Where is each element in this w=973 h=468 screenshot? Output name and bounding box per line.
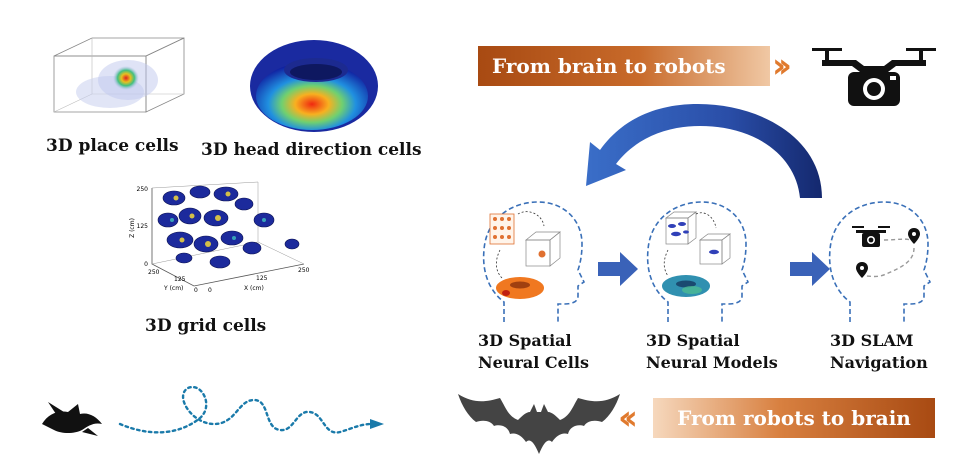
- stage-2-line-2: Neural Models: [646, 353, 778, 372]
- drone-camera-icon: [812, 48, 936, 106]
- stage-label-slam-navigation: 3D SLAM Navigation: [830, 330, 928, 374]
- place-cells-label: 3D place cells: [46, 136, 179, 156]
- x-tick-250: 250: [298, 267, 310, 274]
- y-axis-label: Y (cm): [163, 285, 183, 292]
- small-bat-icon: [42, 402, 102, 436]
- grid-cells-label: 3D grid cells: [145, 316, 267, 336]
- stage-1-line-2: Neural Cells: [478, 353, 589, 372]
- y-tick-250: 250: [148, 269, 160, 276]
- chevron-right-icon: ››: [772, 46, 792, 86]
- feedback-arc-arrow: [586, 104, 822, 198]
- head-direction-cells-label: 3D head direction cells: [201, 140, 422, 160]
- head-slam-navigation: [828, 201, 932, 322]
- stage-label-neural-models: 3D Spatial Neural Models: [646, 330, 778, 374]
- brain-to-robots-text: From brain to robots: [492, 54, 726, 78]
- arrow-right-icon-2: [790, 252, 830, 286]
- x-tick-125: 125: [256, 275, 268, 282]
- robots-to-brain-text: From robots to brain: [677, 406, 911, 430]
- z-tick-0: 0: [144, 261, 148, 268]
- y-tick-125: 125: [174, 276, 186, 283]
- brain-to-robots-banner: From brain to robots: [478, 46, 770, 86]
- robots-to-brain-banner: From robots to brain: [653, 398, 935, 438]
- head-neural-models: [646, 201, 750, 322]
- stage-3-line-2: Navigation: [830, 353, 928, 372]
- chevron-left-icon: ‹‹: [618, 398, 638, 438]
- head-neural-cells: [482, 201, 586, 322]
- stage-2-line-1: 3D Spatial: [646, 331, 740, 350]
- stage-label-neural-cells: 3D Spatial Neural Cells: [478, 330, 589, 374]
- bat-icon: [458, 394, 620, 454]
- x-tick-0: 0: [208, 287, 212, 294]
- head-direction-torus: [250, 40, 378, 132]
- y-tick-0: 0: [194, 287, 198, 294]
- grid-cells-plot: 250 125 0 Z (cm) 250 125 0 Y (cm) 0 125 …: [129, 181, 310, 294]
- x-axis-label: X (cm): [244, 285, 264, 292]
- z-tick-125: 125: [137, 223, 149, 230]
- flight-path-arrow: [118, 385, 384, 434]
- stage-3-line-1: 3D SLAM: [830, 331, 914, 350]
- place-cells-figure: [53, 37, 185, 113]
- stage-1-line-1: 3D Spatial: [478, 331, 572, 350]
- z-axis-label: Z (cm): [129, 218, 136, 238]
- z-tick-250: 250: [137, 186, 149, 193]
- arrow-right-icon-1: [598, 252, 638, 286]
